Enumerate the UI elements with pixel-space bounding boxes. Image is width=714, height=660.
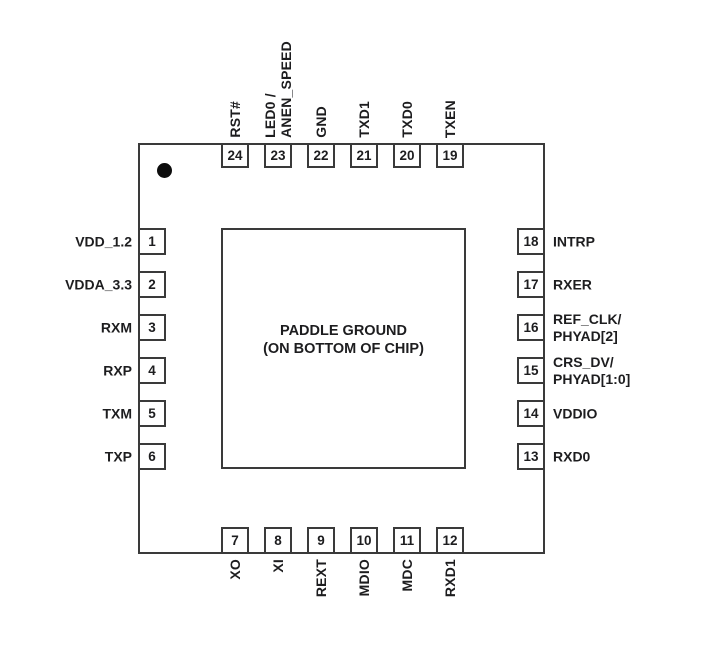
pin-label-17: RXER [553,276,592,292]
pin-box-8: 8 [264,527,292,554]
pin-label-13: RXD0 [553,448,591,464]
pin-box-3: 3 [138,314,166,341]
pin1-indicator-dot-icon [157,163,172,178]
pin-label-7: XO [227,559,243,580]
paddle-ground-line2: (ON BOTTOM OF CHIP) [263,340,424,357]
pin-box-9: 9 [307,527,335,554]
pin-label-24: RST# [227,101,243,138]
pin-box-16: 16 [517,314,545,341]
pin-label-22: GND [313,106,329,138]
pin-label-12: RXD1 [442,559,458,598]
pin-label-9: REXT [313,559,329,598]
pin-box-18: 18 [517,228,545,255]
pin-label-8: XI [270,559,286,573]
pin-box-20: 20 [393,143,421,168]
pin-label-18: INTRP [553,233,595,249]
pin-box-22: 22 [307,143,335,168]
pin-label-19: TXEN [442,99,458,138]
pin-box-13: 13 [517,443,545,470]
pin-box-7: 7 [221,527,249,554]
pin-label-11: MDC [399,559,415,592]
pin-label-10: MDIO [356,559,372,597]
pin-label-6: TXP [104,448,132,464]
pin-box-6: 6 [138,443,166,470]
paddle-ground-area: PADDLE GROUND (ON BOTTOM OF CHIP) [221,228,466,469]
pin-box-24: 24 [221,143,249,168]
pin-box-19: 19 [436,143,464,168]
pin-box-17: 17 [517,271,545,298]
pin-label-14: VDDIO [553,405,598,421]
pin-label-23: LED0 / ANEN_SPEED [262,41,294,138]
pin-label-2: VDDA_3.3 [65,276,132,292]
paddle-ground-line1: PADDLE GROUND [279,322,407,339]
paddle-ground-label: PADDLE GROUND (ON BOTTOM OF CHIP) [263,322,424,358]
pin-label-21: TXD1 [356,101,372,138]
pin-label-3: RXM [100,319,132,335]
pin-label-4: RXP [103,362,132,378]
pin-box-21: 21 [350,143,378,168]
pin-label-5: TXM [102,405,132,421]
pin-box-2: 2 [138,271,166,298]
pin-box-14: 14 [517,400,545,427]
pin-box-12: 12 [436,527,464,554]
pin-box-10: 10 [350,527,378,554]
pin-box-1: 1 [138,228,166,255]
pin-label-15: CRS_DV/ PHYAD[1:0] [553,353,631,387]
pin-label-1: VDD_1.2 [75,233,132,249]
pin-box-4: 4 [138,357,166,384]
pin-label-20: TXD0 [399,101,415,138]
pin-label-16: REF_CLK/ PHYAD[2] [553,310,622,344]
pin-box-5: 5 [138,400,166,427]
pin-box-11: 11 [393,527,421,554]
pin-box-15: 15 [517,357,545,384]
pin-box-23: 23 [264,143,292,168]
